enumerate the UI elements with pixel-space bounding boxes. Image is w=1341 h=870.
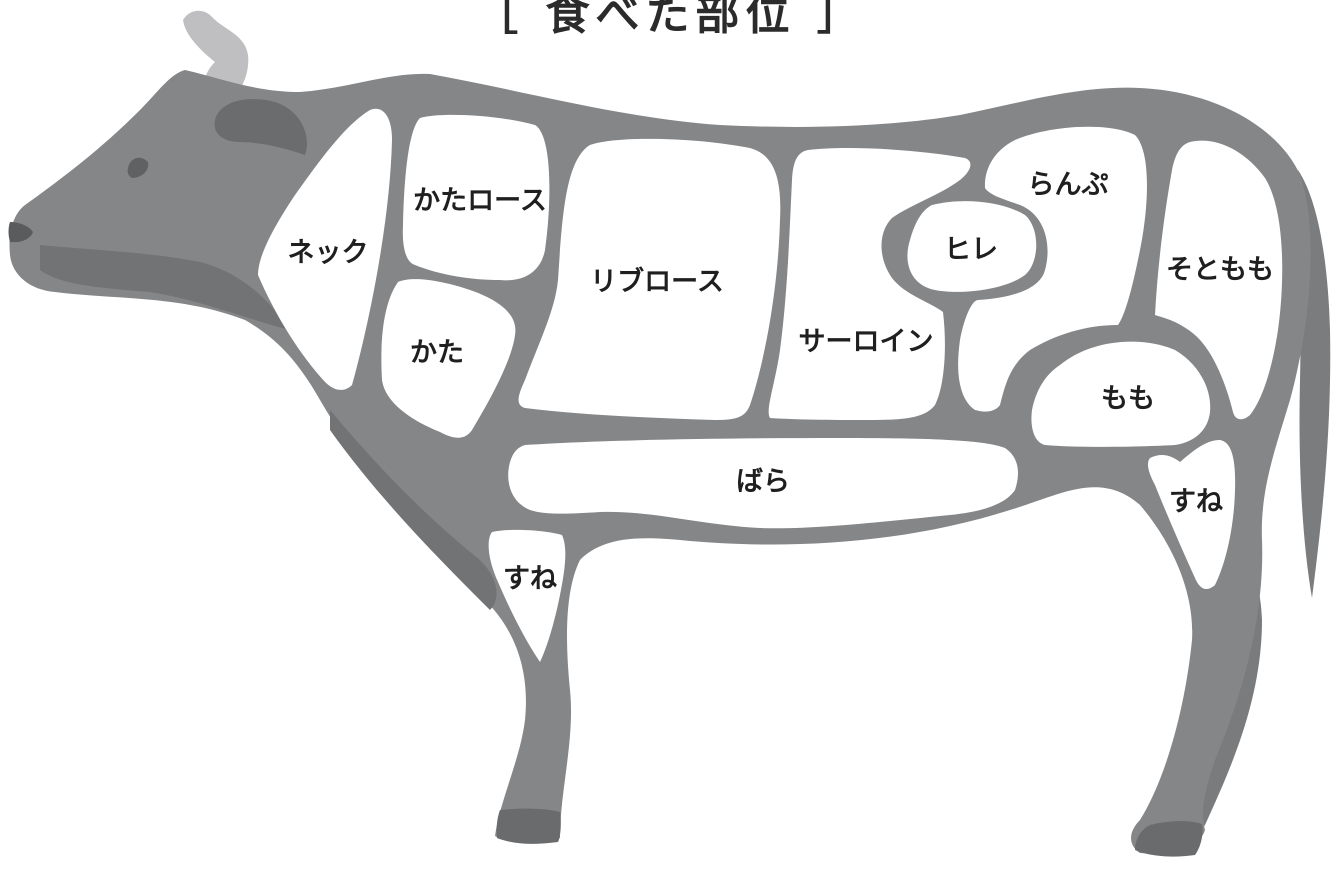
- label-inside-round: もも: [1101, 384, 1155, 415]
- diagram-title: ［ 食べた部位 ］: [474, 0, 867, 40]
- label-neck: ネック: [288, 238, 369, 269]
- cut-tenderloin: [907, 201, 1037, 292]
- label-rib-roast: リブロース: [590, 266, 724, 298]
- body-shadow-belly: [330, 410, 497, 610]
- cut-shoulder: [381, 279, 516, 438]
- label-sirloin: サーロイン: [799, 327, 934, 358]
- eye: [127, 157, 149, 178]
- cut-outside-round: [1155, 140, 1283, 420]
- label-brisket-plate: ばら: [736, 467, 790, 498]
- label-fore-shank: すね: [503, 564, 557, 595]
- label-tenderloin: ヒレ: [944, 235, 998, 266]
- horn: [183, 10, 249, 100]
- cut-sirloin: [768, 147, 971, 420]
- label-outside-round: そともも: [1166, 255, 1274, 286]
- cut-neck: [258, 108, 392, 390]
- cut-fore-shank: [488, 529, 566, 662]
- label-rump: らんぷ: [1028, 170, 1109, 201]
- label-hind-shank: すね: [1169, 487, 1223, 518]
- nose: [8, 222, 33, 243]
- cut-inside-round: [1031, 341, 1211, 447]
- body-shadow-front: [40, 245, 290, 330]
- label-chuck-roll: かたロース: [413, 186, 547, 217]
- cut-hind-shank: [1147, 440, 1236, 590]
- ear: [214, 99, 307, 155]
- label-shoulder: かた: [410, 338, 464, 369]
- cut-rib-roast: [518, 138, 781, 421]
- cut-chuck-roll: [402, 114, 550, 281]
- cut-brisket-plate: [508, 438, 1018, 529]
- front-hoof: [496, 808, 561, 844]
- cut-rump: [958, 126, 1147, 412]
- hind-hoof: [1135, 821, 1203, 857]
